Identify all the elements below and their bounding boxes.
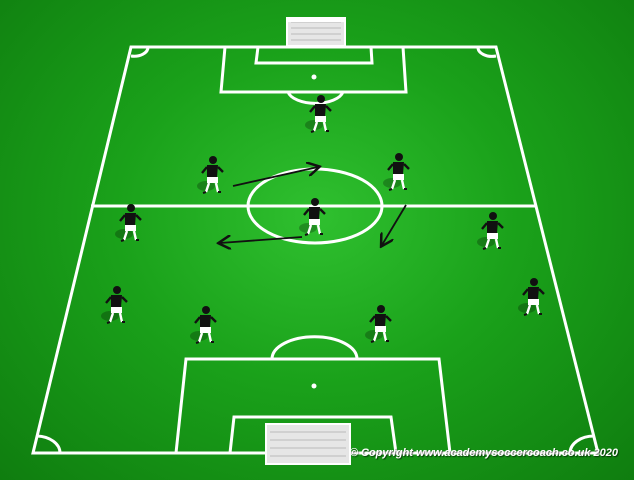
players xyxy=(101,95,545,344)
corner-arc-br xyxy=(568,434,595,454)
player-mid-left xyxy=(197,156,224,194)
bottom-goal-area xyxy=(228,415,398,454)
bottom-goal xyxy=(265,423,351,465)
player-wide-right xyxy=(477,212,504,250)
player-wide-left xyxy=(115,204,142,242)
copyright-text: © Copyright www.academysoccercoach.co.uk… xyxy=(349,447,618,459)
player-gk-top xyxy=(305,95,332,133)
corner-arc-bl xyxy=(36,434,62,454)
spots xyxy=(311,74,317,389)
top-goal-area xyxy=(254,46,374,65)
player-back-right xyxy=(518,278,545,316)
player-back-centre-right xyxy=(365,305,392,343)
arrow-left-icon xyxy=(220,237,303,243)
movement-arrows xyxy=(220,167,407,245)
bottom-penalty-box xyxy=(174,357,452,454)
pitch-markings xyxy=(31,45,600,455)
player-mid-right xyxy=(383,153,410,191)
top-penalty-box xyxy=(219,46,408,94)
top-goal xyxy=(286,17,346,47)
corner-arc-tl xyxy=(130,46,150,58)
player-centre xyxy=(299,198,326,236)
bottom-penalty-arc xyxy=(270,335,359,360)
corner-arc-tr xyxy=(476,46,497,58)
touchline xyxy=(31,45,600,455)
bottom-penalty-spot xyxy=(311,383,317,389)
player-back-centre-left xyxy=(190,306,217,344)
top-penalty-arc xyxy=(286,91,345,105)
arrow-down-icon xyxy=(382,204,407,245)
arrow-right-icon xyxy=(232,167,318,187)
top-penalty-spot xyxy=(311,74,317,80)
player-back-left xyxy=(101,286,128,324)
